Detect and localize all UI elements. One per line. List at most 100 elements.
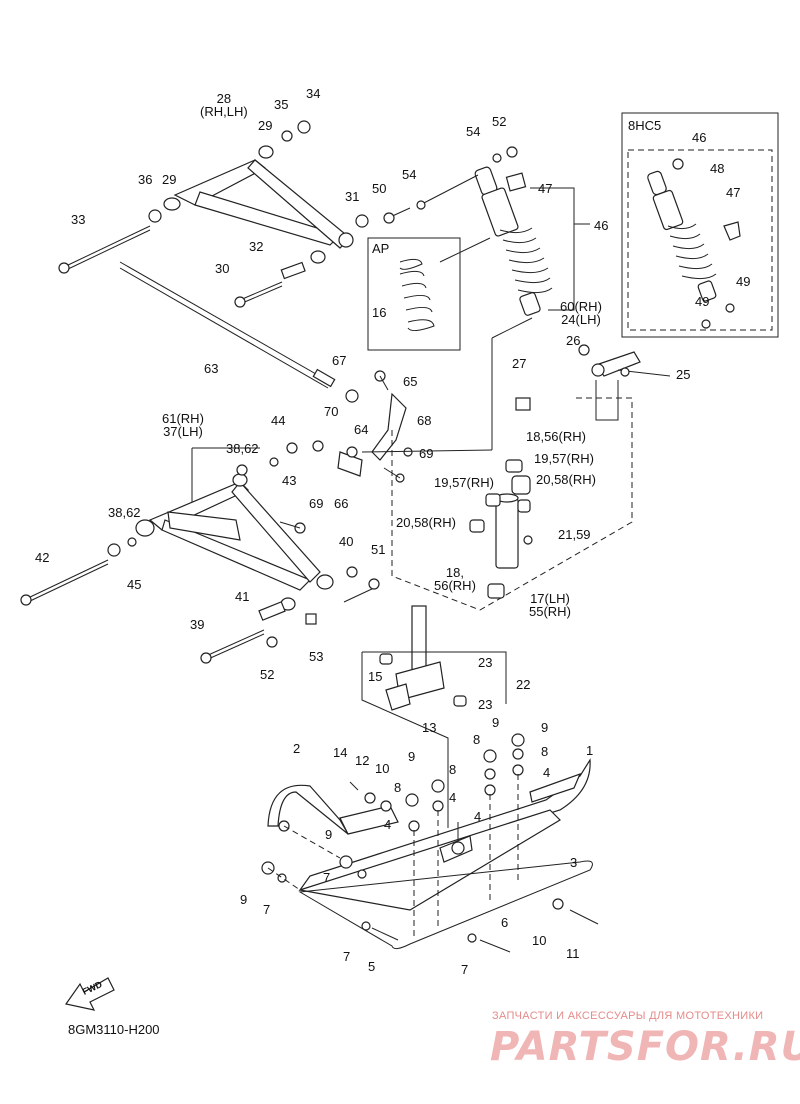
callout-label: 4 — [543, 765, 551, 780]
bolt-33 — [65, 225, 151, 267]
callout-label: 40 — [339, 534, 354, 549]
callout-label: 10 — [375, 761, 390, 776]
steering-spindle — [411, 605, 427, 675]
callout-label: 4 — [474, 809, 482, 824]
spindle-housing — [495, 497, 519, 569]
callout-label: 39 — [190, 617, 205, 632]
callout-label: 8 — [541, 744, 549, 759]
callout-label: 7 — [461, 962, 469, 977]
callout-label: 46 — [594, 218, 609, 233]
callout-label: 16 — [372, 305, 387, 320]
callout-label: 46 — [692, 130, 707, 145]
callout-label: 31 — [345, 189, 360, 204]
callout-label: 19,57(RH) — [534, 451, 594, 466]
callout-label: 51 — [371, 542, 386, 557]
callout-label: 64 — [354, 422, 369, 437]
callout-label: 8 — [394, 780, 402, 795]
callout-label: 27 — [512, 356, 527, 371]
callout-label: 6 — [501, 915, 509, 930]
callout-label: 25 — [676, 367, 691, 382]
callout-label: 4 — [449, 790, 457, 805]
callout-label: 32 — [249, 239, 264, 254]
callout-label: 7 — [343, 949, 351, 964]
callout-label: 17(LH)55(RH) — [529, 591, 571, 619]
callout-label: 69 — [309, 496, 324, 511]
callout-label: 8HC5 — [628, 118, 662, 133]
callout-label: 10 — [532, 933, 547, 948]
callout-label: 21,59 — [558, 527, 591, 542]
callout-label: 52 — [260, 667, 275, 682]
upper-a-arm — [163, 145, 354, 280]
callout-label: 34 — [306, 86, 321, 101]
callout-label: 54 — [466, 124, 481, 139]
callout-label: 19,57(RH) — [434, 475, 494, 490]
callout-label: 45 — [127, 577, 142, 592]
stabilizer-rod — [119, 261, 331, 383]
callout-label: 3 — [570, 855, 578, 870]
callout-label: 23 — [478, 655, 493, 670]
callout-label: 52 — [492, 114, 507, 129]
callout-label: 49 — [736, 274, 751, 289]
callout-label: 68 — [417, 413, 432, 428]
callout-label: 41 — [235, 589, 250, 604]
callout-label: 66 — [334, 496, 349, 511]
callout-label: 8 — [473, 732, 481, 747]
callout-label: 67 — [332, 353, 347, 368]
diagram-code: 8GM3110-H200 — [68, 1022, 160, 1037]
callout-label: 26 — [566, 333, 581, 348]
callout-label: 61(RH)37(LH) — [162, 411, 204, 439]
callout-label: 9 — [408, 749, 416, 764]
callout-label: 49 — [695, 294, 710, 309]
callout-label: 12 — [355, 753, 370, 768]
callout-label: 43 — [282, 473, 297, 488]
callout-label: 53 — [309, 649, 324, 664]
callout-label: 22 — [516, 677, 531, 692]
callout-label: 11 — [566, 946, 580, 961]
callout-label: 20,58(RH) — [536, 472, 596, 487]
watermark-caption: ЗАПЧАСТИ И АКСЕССУАРЫ ДЛЯ МОТОТЕХНИКИ — [492, 1010, 764, 1022]
lower-a-arm — [135, 473, 334, 611]
callout-label: 20,58(RH) — [396, 515, 456, 530]
callout-label: 29 — [258, 118, 273, 133]
callout-label: 2 — [293, 741, 301, 756]
callout-label: 18,56(RH) — [526, 429, 586, 444]
callout-label: 70 — [324, 404, 339, 419]
callout-label: 9 — [325, 827, 333, 842]
spindle-dashed-group — [391, 397, 633, 611]
callout-label: 48 — [710, 161, 725, 176]
callout-label: 28(RH,LH) — [200, 91, 248, 119]
callout-label: 30 — [215, 261, 230, 276]
callout-label: 13 — [422, 720, 437, 735]
callout-label: 38,62 — [108, 505, 141, 520]
callout-label: 15 — [368, 669, 383, 684]
callout-label: 29 — [162, 172, 177, 187]
callout-label: 18,56(RH) — [434, 565, 476, 593]
callout-label: 63 — [204, 361, 219, 376]
callout-label: 7 — [323, 870, 331, 885]
callout-label: 14 — [333, 745, 348, 760]
inset-8hc5 — [621, 112, 779, 338]
callout-label: 47 — [726, 185, 741, 200]
callout-label: 54 — [402, 167, 417, 182]
callout-label: AP — [372, 241, 390, 256]
watermark-logo: PARTSFOR.RU — [490, 1024, 800, 1070]
inset-ap — [367, 237, 491, 351]
callout-label: 38,62 — [226, 441, 259, 456]
callout-label: 60(RH)24(LH) — [560, 299, 602, 327]
callout-label: 69 — [419, 446, 434, 461]
callout-label: 33 — [71, 212, 86, 227]
callout-label: 50 — [372, 181, 387, 196]
callout-label: 35 — [274, 97, 289, 112]
shock-absorber — [383, 146, 553, 316]
wear-bar — [298, 860, 593, 950]
stabilizer-link — [371, 392, 407, 461]
callout-label: 23 — [478, 697, 493, 712]
callout-label: 9 — [240, 892, 248, 907]
callout-label: 65 — [403, 374, 418, 389]
callout-label: 4 — [384, 817, 392, 832]
fwd-arrow-icon — [64, 977, 115, 1011]
callout-label: 8 — [449, 762, 457, 777]
callout-label: 36 — [138, 172, 153, 187]
callout-label: 1 — [586, 743, 594, 758]
